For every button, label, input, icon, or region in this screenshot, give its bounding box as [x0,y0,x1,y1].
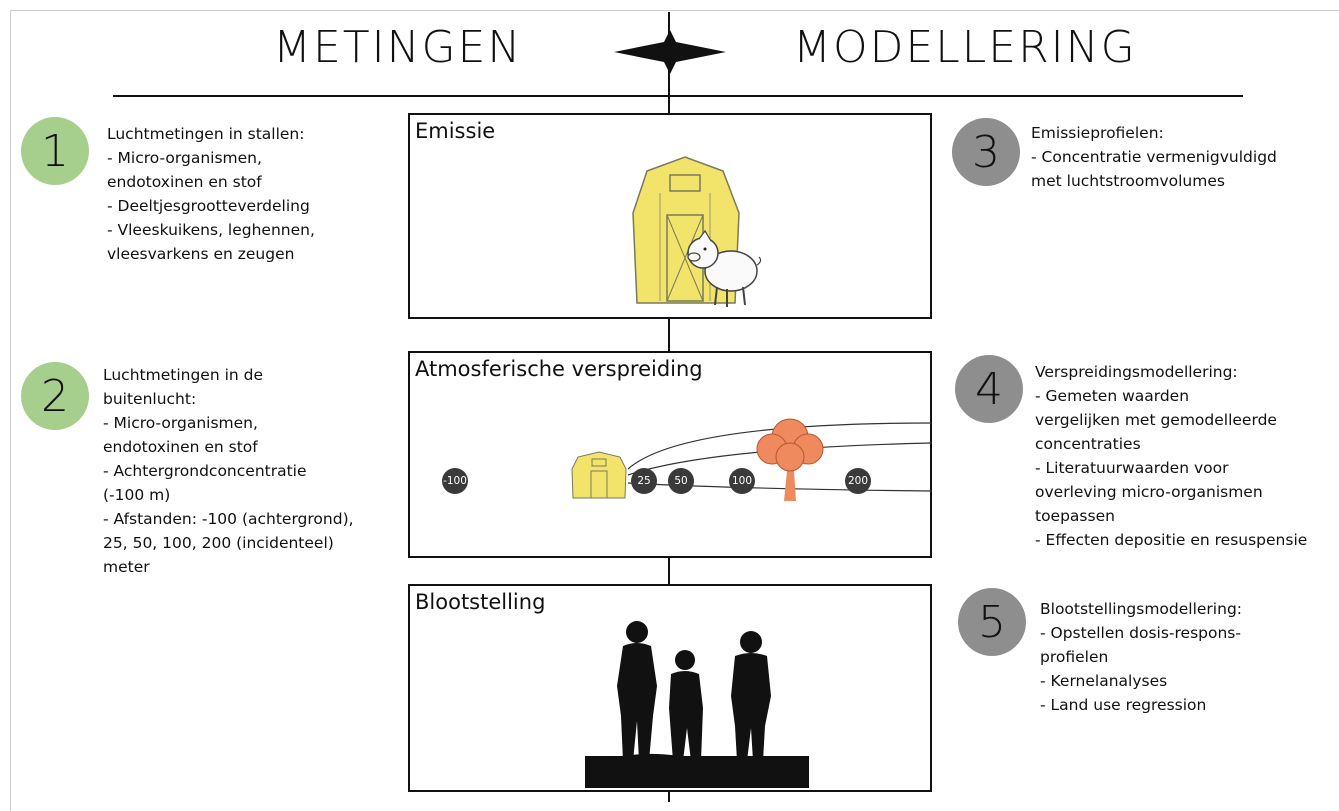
dispersion-title: Atmosferische verspreiding [415,357,703,381]
distance-marker: 25 [631,468,657,494]
distance-marker: 50 [668,468,694,494]
small-barn-icon [571,451,627,499]
step-3-text: Emissieprofielen:- Concentratie vermenig… [1031,124,1277,190]
step-5-text: Blootstellingsmodellering:- Opstellen do… [1040,600,1242,714]
barn-with-pig-illustration [632,156,762,307]
double-arrow-icon [614,30,726,74]
page-frame [10,10,1339,811]
distance-marker: -100 [442,468,468,494]
emission-box: Emissie [408,113,932,319]
step-5-badge: 5 [958,588,1026,656]
step-1-badge: 1 [21,117,89,185]
header-rule [113,95,1243,97]
distance-marker: 100 [729,468,755,494]
dispersion-box: Atmosferische verspreiding -100 25 50 10… [408,351,932,558]
distance-marker: 200 [845,468,871,494]
exposure-title: Blootstelling [415,590,546,614]
step-4-badge: 4 [955,355,1023,423]
step-1-text: Luchtmetingen in stallen:- Micro-organis… [107,125,315,263]
header-metingen: METINGEN [273,22,523,73]
step-3-badge: 3 [952,118,1020,186]
pig-icon [687,229,762,307]
exposure-box: Blootstelling [408,584,932,792]
step-2-badge: 2 [21,362,89,430]
header-modellering: MODELLERING [793,22,1137,73]
people-silhouette-image [585,621,809,788]
step-4-text: Verspreidingsmodellering:- Gemeten waard… [1035,363,1308,549]
tree-icon [756,418,824,501]
emission-title: Emissie [415,119,496,143]
plume-lines [627,422,932,492]
